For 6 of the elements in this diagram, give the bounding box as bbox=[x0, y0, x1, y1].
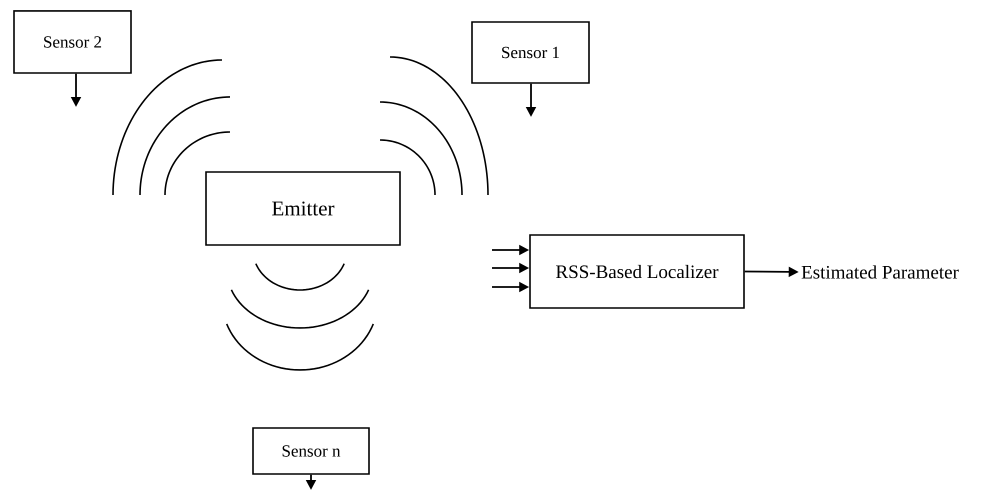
output-label: Estimated Parameter bbox=[802, 265, 959, 279]
sensor-box: Sensor 2 bbox=[13, 10, 132, 74]
process-box: Emitter bbox=[205, 171, 401, 246]
process-box: RSS-Based Localizer bbox=[529, 234, 745, 309]
sensor-box: Sensor n bbox=[252, 427, 370, 475]
sensor-box: Sensor 1 bbox=[471, 21, 590, 84]
